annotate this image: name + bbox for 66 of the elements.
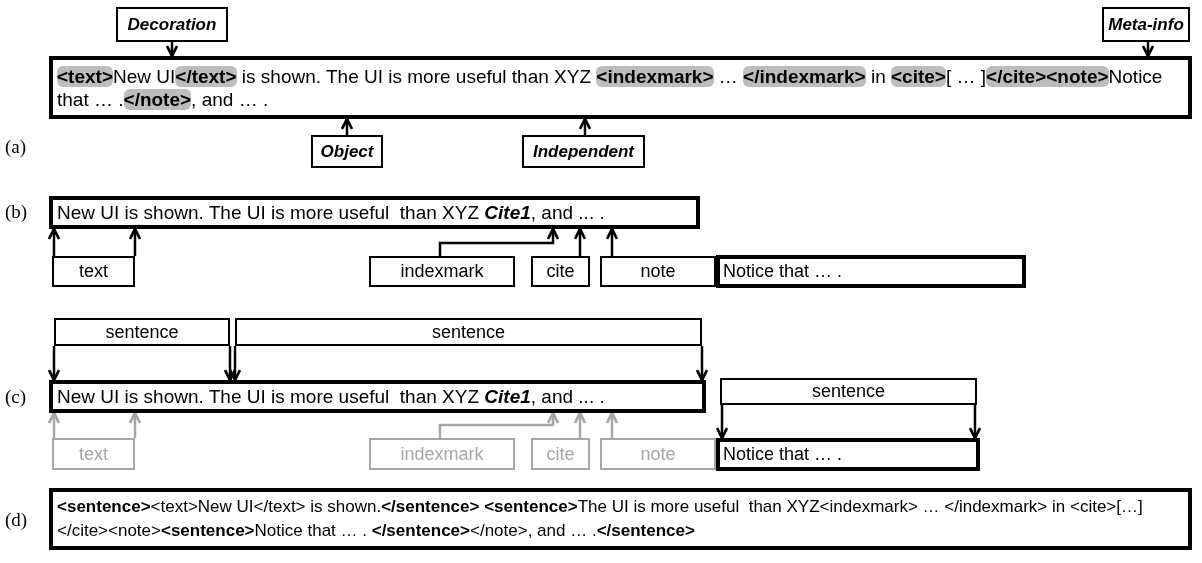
element-box (531, 256, 590, 287)
element-box (52, 438, 135, 470)
tag-label-box (522, 135, 645, 168)
arrow (47, 227, 61, 256)
arrow (228, 346, 242, 382)
label-text: sentence (105, 321, 179, 343)
label-text: indexmark (400, 261, 484, 282)
arrow (715, 405, 729, 440)
label-text: Independent (532, 141, 635, 162)
arrow (165, 42, 179, 58)
arrow (128, 411, 142, 438)
sentence-text: New UI is shown. The UI is more useful than XYZ Cite1, and ... . (57, 201, 605, 224)
panel-label: (b) (5, 201, 28, 223)
arrow (438, 411, 560, 438)
sentence-text: <sentence><text>New UI</text> is shown.</sentence> <sentence>The UI is more useful than XYZ<indexmark> … </indexmark> in <cite>[…]</cite><note><sentence>Notice that … . </sentence></note>, and … .</sentence> (57, 496, 1144, 542)
sentence-text-box (49, 380, 706, 413)
sentence-text: New UI is shown. The UI is more useful than XYZ Cite1, and ... . (57, 385, 605, 408)
element-box (600, 438, 716, 470)
element-box (369, 256, 515, 287)
label-text: sentence (811, 381, 886, 402)
sentence-box (235, 318, 702, 346)
sentence-text: <text>New UI</text> is shown. The UI is more useful than XYZ <indexmark> … </indexmark> in <cite>[ … ]</cite><note>Notice that … .</note>, and … . (57, 64, 1164, 111)
sentence-text-box (49, 196, 700, 229)
arrow (128, 227, 142, 256)
label-text: text (79, 261, 108, 282)
label-text: Meta-info (1108, 14, 1184, 35)
label-text: Object (320, 141, 374, 162)
arrow (578, 117, 592, 135)
label-text: sentence (431, 321, 506, 343)
arrow (1141, 42, 1155, 58)
label-text: Decoration (127, 14, 217, 35)
sentence-text: Notice that … . (723, 444, 843, 465)
sentence-text: Notice that … . (723, 261, 843, 282)
arrow (573, 411, 587, 438)
label-text: note (640, 261, 676, 282)
arrow (47, 346, 61, 382)
label-text: text (79, 443, 108, 465)
arrow (695, 346, 709, 382)
panel-label: (c) (5, 386, 27, 408)
sentence-box (720, 378, 977, 405)
arrow (605, 227, 619, 256)
arrow (968, 405, 982, 440)
markup-text-box (49, 488, 1192, 550)
tag-label-box (1102, 7, 1190, 42)
panel-label: (a) (5, 136, 27, 158)
sentence-box (54, 318, 230, 346)
note-text-box (716, 438, 980, 471)
element-box (52, 256, 135, 287)
note-text-box (716, 255, 1026, 288)
arrow (223, 346, 237, 382)
tag-label-box (116, 7, 228, 42)
element-box (531, 438, 590, 470)
panel-label: (d) (5, 509, 28, 531)
element-box (369, 438, 515, 470)
label-text: cite (546, 261, 575, 282)
label-text: indexmark (400, 443, 484, 465)
element-box (600, 256, 716, 287)
arrow (438, 227, 560, 256)
markup-text-box (49, 56, 1192, 119)
arrow (573, 227, 587, 256)
arrow (340, 117, 354, 135)
label-text: cite (546, 443, 575, 465)
arrow (47, 411, 61, 438)
label-text: note (640, 443, 676, 465)
tag-label-box (311, 135, 383, 168)
arrow (605, 411, 619, 438)
